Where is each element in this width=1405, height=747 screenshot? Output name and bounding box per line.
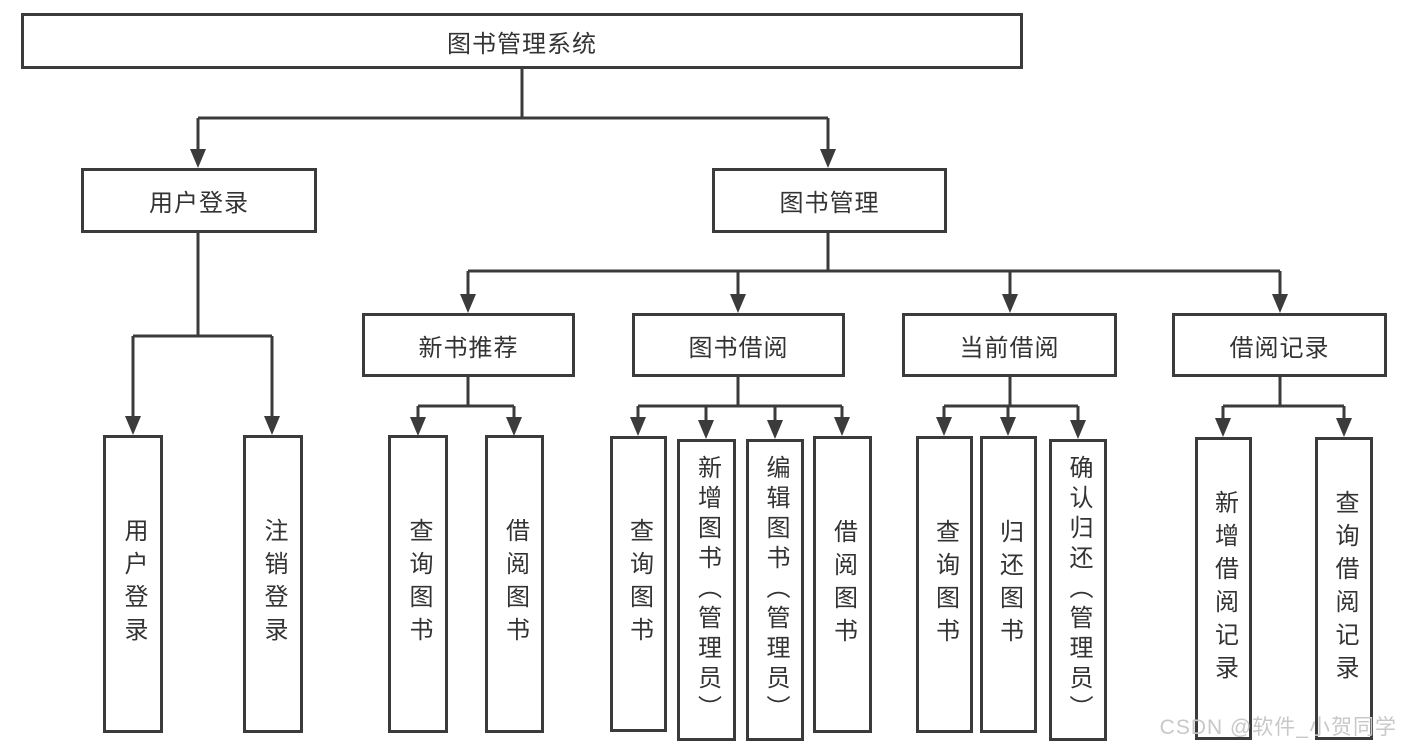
arrowheads xyxy=(125,149,1352,439)
node-leaf-records-query-label: 查询借阅记录 xyxy=(1331,489,1358,688)
node-new-book-recommend-label: 新书推荐 xyxy=(418,334,519,362)
node-leaf-records-add: 新增借阅记录 xyxy=(1195,437,1252,740)
node-borrowing-records-label: 借阅记录 xyxy=(1229,334,1330,362)
node-leaf-borrow-add-admin-label: 新增图书（管理员） xyxy=(693,455,721,725)
node-leaf-logout-label: 注销登录 xyxy=(260,518,287,650)
node-leaf-borrow-query-label: 查询图书 xyxy=(625,518,653,650)
node-leaf-logout: 注销登录 xyxy=(243,435,303,733)
node-leaf-newbooks-query: 查询图书 xyxy=(388,435,448,733)
node-leaf-current-confirm-admin-label: 确认归还（管理员） xyxy=(1065,455,1092,725)
node-leaf-borrow-edit-admin-label: 编辑图书（管理员） xyxy=(762,455,789,725)
node-new-book-recommend: 新书推荐 xyxy=(362,313,575,377)
node-current-borrowing-label: 当前借阅 xyxy=(959,334,1060,362)
node-borrowing-records: 借阅记录 xyxy=(1172,313,1387,377)
node-user-login: 用户登录 xyxy=(81,168,317,233)
node-current-borrowing: 当前借阅 xyxy=(902,313,1117,377)
node-leaf-current-return-label: 归还图书 xyxy=(995,518,1023,651)
watermark: CSDN @软件_小贺同学 xyxy=(1159,716,1397,739)
node-book-management-system-label: 图书管理系统 xyxy=(447,30,597,58)
node-leaf-records-add-label: 新增借阅记录 xyxy=(1210,489,1238,688)
node-leaf-newbooks-query-label: 查询图书 xyxy=(405,518,432,650)
node-book-management-label: 图书管理 xyxy=(779,190,880,217)
node-leaf-records-query: 查询借阅记录 xyxy=(1315,437,1373,740)
node-leaf-current-return: 归还图书 xyxy=(980,436,1037,733)
node-leaf-current-query-label: 查询图书 xyxy=(931,518,959,651)
node-leaf-newbooks-borrow-label: 借阅图书 xyxy=(501,518,529,650)
node-leaf-current-confirm-admin: 确认归还（管理员） xyxy=(1049,439,1107,741)
node-leaf-borrow-borrow-label: 借阅图书 xyxy=(829,518,857,651)
node-book-management: 图书管理 xyxy=(712,168,947,233)
node-leaf-borrow-edit-admin: 编辑图书（管理员） xyxy=(746,439,804,741)
node-user-login-label: 用户登录 xyxy=(149,190,249,217)
node-leaf-borrow-add-admin: 新增图书（管理员） xyxy=(677,439,736,741)
node-leaf-current-query: 查询图书 xyxy=(916,436,973,733)
node-leaf-newbooks-borrow: 借阅图书 xyxy=(485,435,544,733)
node-book-borrowing-label: 图书借阅 xyxy=(688,334,789,362)
node-book-borrowing: 图书借阅 xyxy=(632,313,845,377)
node-leaf-user-login: 用户登录 xyxy=(103,435,163,733)
node-leaf-borrow-borrow: 借阅图书 xyxy=(813,436,872,733)
node-leaf-borrow-query: 查询图书 xyxy=(610,436,667,732)
node-leaf-user-login-label: 用户登录 xyxy=(120,518,147,650)
node-book-management-system: 图书管理系统 xyxy=(21,13,1023,69)
